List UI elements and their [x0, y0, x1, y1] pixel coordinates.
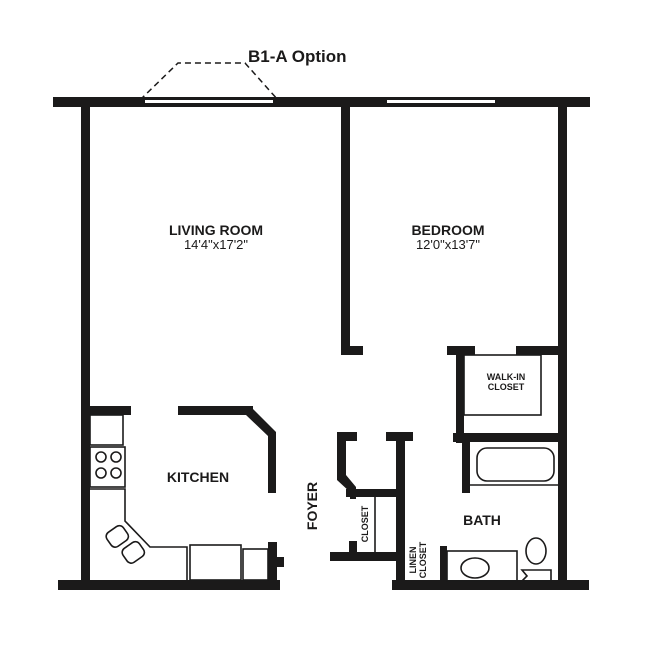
- stove: [89, 446, 126, 488]
- vanity: [446, 550, 518, 582]
- burner-icon: [110, 451, 122, 463]
- living-room-label: LIVING ROOM: [169, 222, 263, 238]
- window-living: [145, 100, 273, 103]
- counter-unit: [242, 548, 269, 581]
- living-room-dimensions: 14'4"x17'2": [184, 237, 248, 252]
- stool-icon: [121, 540, 146, 564]
- bathtub-icon: [476, 447, 555, 482]
- linen-closet-label: LINEN: [408, 547, 418, 574]
- option-label: B1-A Option: [248, 47, 347, 66]
- stool-icon: [105, 524, 130, 548]
- interior-walls: [85, 97, 563, 590]
- toilet-bowl-icon: [525, 537, 547, 565]
- bath-label: BATH: [463, 512, 501, 528]
- kitchen-fixtures: [89, 414, 269, 581]
- bath-fixtures: [446, 447, 558, 582]
- exterior-walls: [53, 97, 590, 590]
- bay-window-option: [139, 62, 279, 101]
- bedroom-label: BEDROOM: [411, 222, 484, 238]
- window-bedroom: [387, 100, 495, 103]
- closet-label: CLOSET: [360, 505, 370, 542]
- counter-unit: [189, 544, 242, 581]
- foyer-label: FOYER: [304, 482, 320, 530]
- burner-icon: [95, 451, 107, 463]
- walk-in-closet-label: WALK-IN: [487, 372, 526, 382]
- burner-icon: [110, 467, 122, 479]
- bedroom-dimensions: 12'0"x13'7": [416, 237, 480, 252]
- kitchen-label: KITCHEN: [167, 469, 229, 485]
- burner-icon: [95, 467, 107, 479]
- linen-closet-label-2: CLOSET: [418, 541, 428, 578]
- walk-in-closet-label-2: CLOSET: [488, 382, 525, 392]
- sink-icon: [460, 557, 490, 579]
- toilet-tank-icon: [520, 569, 552, 582]
